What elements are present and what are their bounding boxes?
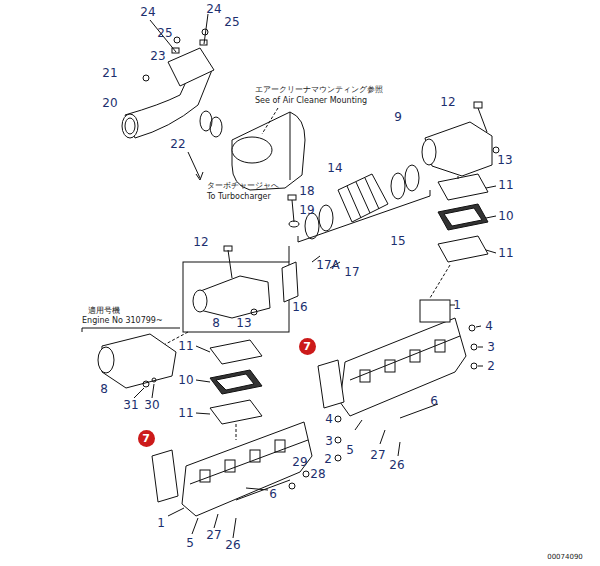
callout-number: 26 (225, 539, 240, 551)
callout-number: 7 (299, 338, 316, 355)
note-text: See of Air Cleaner Mounting (255, 97, 367, 105)
callout-number: 13 (236, 317, 251, 329)
callout-number: 11 (178, 340, 193, 352)
drawing-code: 00074090 (547, 554, 583, 561)
callout-number: 6 (430, 395, 438, 407)
callout-number: 11 (178, 407, 193, 419)
callout-number: 24 (140, 6, 155, 18)
callout-number: 15 (390, 235, 405, 247)
callout-number: 28 (310, 468, 325, 480)
callout-number: 25 (224, 16, 239, 28)
callout-number: 27 (206, 529, 221, 541)
callout-number: 4 (325, 413, 333, 425)
note-text: To Turbocharger (207, 193, 271, 201)
callout-number: 17A (316, 259, 339, 271)
callout-number: 30 (144, 399, 159, 411)
callout-number: 7 (138, 430, 155, 447)
callout-number: 2 (324, 453, 332, 465)
callout-number: 5 (346, 444, 354, 456)
callout-number: 23 (150, 50, 165, 62)
callout-number: 8 (100, 383, 108, 395)
callout-number: 22 (170, 138, 185, 150)
callout-number: 3 (325, 435, 333, 447)
callout-number: 20 (102, 97, 117, 109)
callout-number: 21 (102, 67, 117, 79)
callout-number: 29 (292, 456, 307, 468)
callout-number: 11 (498, 179, 513, 191)
callout-number: 24 (206, 3, 221, 15)
note-text: 適用号機 (88, 307, 120, 315)
callout-number: 11 (498, 247, 513, 259)
callout-number: 13 (497, 154, 512, 166)
callout-number: 3 (487, 341, 495, 353)
callout-number: 26 (389, 459, 404, 471)
callout-number: 10 (498, 210, 513, 222)
callout-number: 16 (292, 301, 307, 313)
callout-number: 31 (123, 399, 138, 411)
callout-number: 25 (157, 27, 172, 39)
callout-number: 8 (212, 317, 220, 329)
callout-number: 12 (193, 236, 208, 248)
callout-number: 5 (186, 537, 194, 549)
callout-number: 27 (370, 449, 385, 461)
callout-number: 2 (487, 360, 495, 372)
note-text: Engine No 310799~ (82, 317, 163, 325)
callout-number: 18 (299, 185, 314, 197)
callout-number: 1 (157, 517, 165, 529)
callout-number: 12 (440, 96, 455, 108)
callout-number: 14 (327, 162, 342, 174)
callout-number: 1 (453, 299, 461, 311)
callout-number: 4 (485, 320, 493, 332)
callout-number: 19 (299, 204, 314, 216)
callout-number: 10 (178, 374, 193, 386)
callout-number: 6 (269, 488, 277, 500)
note-text: ターボチャージャへ (207, 182, 279, 190)
callout-number: 9 (394, 111, 402, 123)
note-text: エアークリーナマウンティング参照 (255, 86, 383, 94)
callout-number: 17 (344, 266, 359, 278)
